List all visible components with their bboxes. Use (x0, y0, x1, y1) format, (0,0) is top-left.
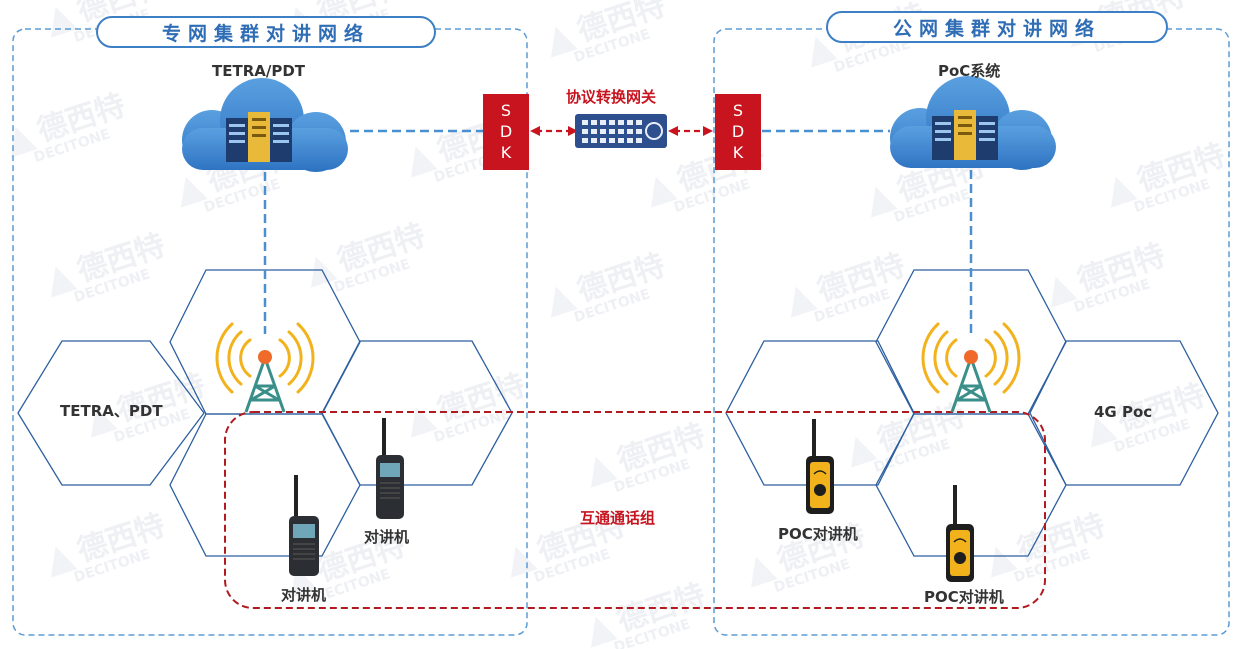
right-tower-icon (921, 322, 1021, 413)
sdk-letter: D (731, 122, 745, 141)
server-icon (226, 112, 292, 162)
blue-dashed-links (263, 129, 973, 334)
poc-radio-label: POC对讲机 (924, 588, 1004, 606)
tetra-system-label: TETRA/PDT (212, 62, 306, 80)
watermark-logo (40, 507, 174, 593)
watermark-logo (300, 217, 434, 303)
watermark-logo (1040, 237, 1174, 323)
left-hex-grid (17, 269, 513, 557)
poc-radio-icon (806, 419, 834, 514)
walkie-talkie-icon (376, 418, 404, 519)
walkie-talkie-icon (289, 475, 319, 576)
watermark-logo (0, 87, 134, 173)
poc-cloud-icon (890, 76, 1056, 170)
left-network-label: TETRA、PDT (60, 402, 163, 420)
watermark-logo (540, 0, 674, 73)
sdk-letter: D (499, 122, 513, 141)
watermark-logo (400, 367, 534, 453)
right-network-label: 4G Poc (1094, 403, 1153, 421)
poc-radio-icon (946, 485, 974, 582)
right-panel-title: 公网集群对讲网络 (826, 11, 1168, 43)
radio-label: 对讲机 (281, 586, 327, 604)
sdk-letter: K (732, 143, 744, 162)
server-icon (932, 110, 998, 160)
arrow-heads (530, 126, 713, 136)
watermark-logo (1100, 137, 1234, 223)
left-sdk-block: S D K (483, 94, 529, 170)
sdk-letter: K (500, 143, 512, 162)
gateway-label: 协议转换网关 (566, 88, 657, 106)
watermark-logo (40, 227, 174, 313)
interop-group-label: 互通通话组 (580, 509, 656, 527)
tetra-cloud-icon (182, 78, 348, 172)
gateway-device-icon (575, 114, 667, 148)
watermark-logo (580, 577, 714, 649)
radio-label: 对讲机 (364, 528, 410, 546)
watermark-logo (580, 417, 714, 503)
poc-system-label: PoC系统 (938, 62, 1001, 80)
sdk-letter: S (732, 101, 744, 120)
poc-radio-label: POC对讲机 (778, 525, 858, 543)
watermark-logo (540, 247, 674, 333)
right-sdk-block: S D K (715, 94, 761, 170)
sdk-letter: S (500, 101, 512, 120)
left-panel-title: 专网集群对讲网络 (96, 16, 436, 48)
watermark-logo (780, 247, 914, 333)
left-tower-icon (215, 322, 315, 413)
